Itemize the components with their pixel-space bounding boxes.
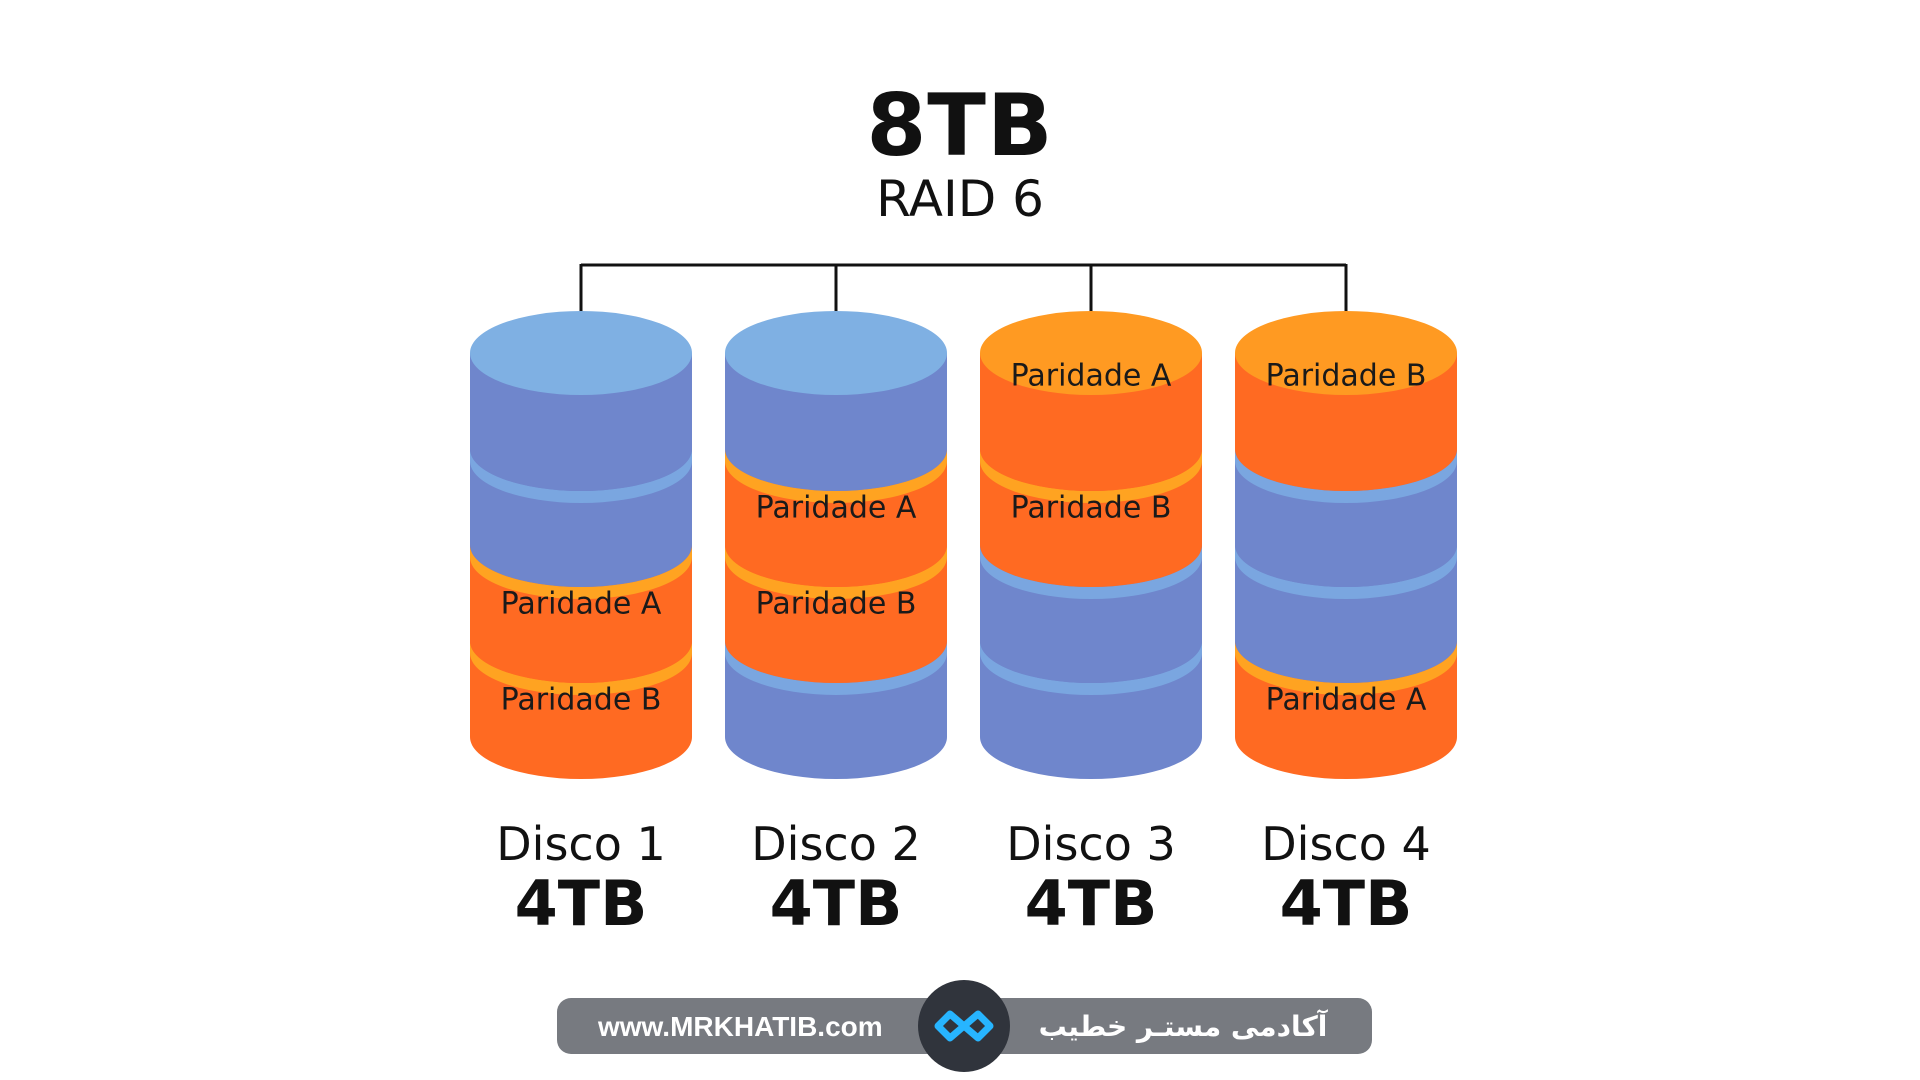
disk-4-segment-4-label: Paridade A xyxy=(1266,683,1427,718)
disk-1-capacity: 4TB xyxy=(515,867,648,940)
infinity-logo-icon xyxy=(918,980,1010,1072)
disk-2-segment-2-ring xyxy=(725,449,947,503)
disk-2-segment-2-label: Paridade A xyxy=(756,491,917,526)
disk-1-name: Disco 1 xyxy=(496,817,666,871)
disk-1-segment-3-ring xyxy=(470,545,692,599)
disk-1-segment-3-label: Paridade A xyxy=(501,587,662,622)
disk-4-name: Disco 4 xyxy=(1261,817,1431,871)
disk-2-name: Disco 2 xyxy=(751,817,921,871)
disk-1-segment-4-label: Paridade B xyxy=(501,683,662,718)
disk-2-segment-1-top-cap xyxy=(725,311,947,395)
disk-2-segment-3-ring xyxy=(725,545,947,599)
disk-3-segment-1-label: Paridade A xyxy=(1011,359,1172,394)
disk-4-segment-1-top-cap xyxy=(1235,311,1457,395)
disk-3-segment-2-ring xyxy=(980,449,1202,503)
footer-website-link[interactable]: www.MRKHATIB.com xyxy=(598,1011,883,1042)
disk-3-name: Disco 3 xyxy=(1006,817,1176,871)
disk-2-capacity: 4TB xyxy=(770,867,903,940)
disk-1-segment-1-top-cap xyxy=(470,311,692,395)
disk-4-segment-2-ring xyxy=(1235,449,1457,503)
disk-1-segment-4-ring xyxy=(470,641,692,695)
raid-level: RAID 6 xyxy=(876,170,1044,228)
disk-3-segment-2-label: Paridade B xyxy=(1011,491,1172,526)
disk-4-segment-4-ring xyxy=(1235,641,1457,695)
disk-4-segment-1-label: Paridade B xyxy=(1266,359,1427,394)
disk-4-segment-3-ring xyxy=(1235,545,1457,599)
disk-3-capacity: 4TB xyxy=(1025,867,1158,940)
total-capacity: 8TB xyxy=(866,76,1054,176)
disk-3-segment-4-ring xyxy=(980,641,1202,695)
disk-3-segment-1-top-cap xyxy=(980,311,1202,395)
disk-2-segment-4-ring xyxy=(725,641,947,695)
disk-3-segment-3-ring xyxy=(980,545,1202,599)
diagram-header: 8TB RAID 6 xyxy=(0,80,1920,226)
connector-lines xyxy=(579,263,1348,334)
disk-2-segment-3-label: Paridade B xyxy=(756,587,917,622)
footer-brand-name: آکادمی مستـر خطیب xyxy=(1038,1010,1328,1043)
disk-4-capacity: 4TB xyxy=(1280,867,1413,940)
disk-1-segment-2-ring xyxy=(470,449,692,503)
